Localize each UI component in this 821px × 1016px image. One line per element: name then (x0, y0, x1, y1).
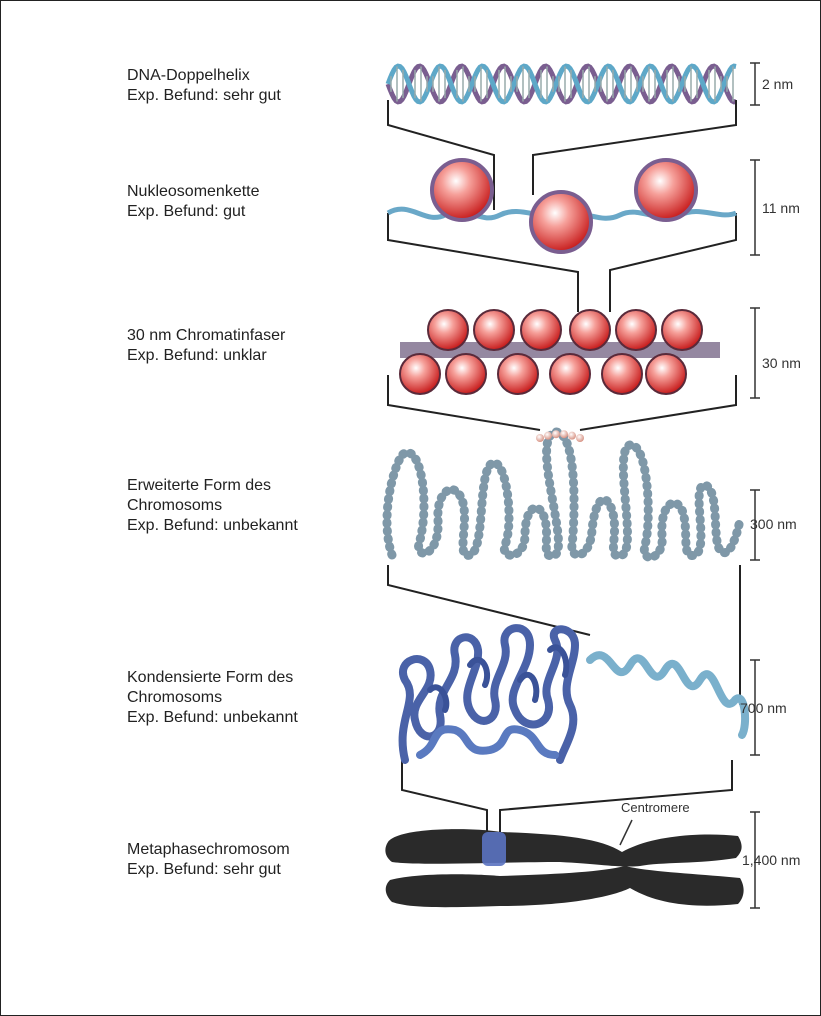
level-label-dna: DNA-Doppelhelix Exp. Befund: sehr gut (127, 66, 281, 106)
level-befund: Exp. Befund: unklar (127, 346, 285, 366)
size-label-metaphase: 1,400 nm (742, 852, 800, 868)
level-name-line1: Kondensierte Form des (127, 668, 298, 688)
level-label-metaphase: Metaphasechromosom Exp. Befund: sehr gut (127, 840, 290, 880)
centromere-label: Centromere (621, 800, 690, 815)
level-name-line2: Chromosoms (127, 688, 298, 708)
size-label-fiber: 30 nm (762, 355, 801, 371)
level-label-condensed: Kondensierte Form des Chromosoms Exp. Be… (127, 668, 298, 728)
size-label-extended: 300 nm (750, 516, 797, 532)
size-label-nucleosome: 11 nm (762, 200, 800, 216)
level-befund: Exp. Befund: gut (127, 202, 260, 222)
level-befund: Exp. Befund: unbekannt (127, 516, 298, 536)
level-label-extended: Erweiterte Form des Chromosoms Exp. Befu… (127, 476, 298, 536)
scale-bars (750, 63, 760, 908)
level-befund: Exp. Befund: unbekannt (127, 708, 298, 728)
extended-chromosome-graphic (387, 430, 740, 557)
condensed-chromosome-graphic (403, 628, 746, 760)
level-label-nucleosome: Nukleosomenkette Exp. Befund: gut (127, 182, 260, 222)
level-name-line2: Chromosoms (127, 496, 298, 516)
size-label-condensed: 700 nm (740, 700, 787, 716)
level-label-fiber: 30 nm Chromatinfaser Exp. Befund: unklar (127, 326, 285, 366)
level-befund: Exp. Befund: sehr gut (127, 86, 281, 106)
level-name: Nukleosomenkette (127, 182, 260, 202)
nucleosome-chain-graphic (388, 160, 736, 252)
level-name: 30 nm Chromatinfaser (127, 326, 285, 346)
level-name: Metaphasechromosom (127, 840, 290, 860)
size-label-dna: 2 nm (762, 76, 793, 92)
level-name: DNA-Doppelhelix (127, 66, 281, 86)
level-befund: Exp. Befund: sehr gut (127, 860, 290, 880)
level-name-line1: Erweiterte Form des (127, 476, 298, 496)
chromatin-fiber-graphic (400, 310, 720, 394)
dna-helix-graphic (388, 66, 736, 102)
metaphase-chromosome-graphic (385, 820, 743, 907)
